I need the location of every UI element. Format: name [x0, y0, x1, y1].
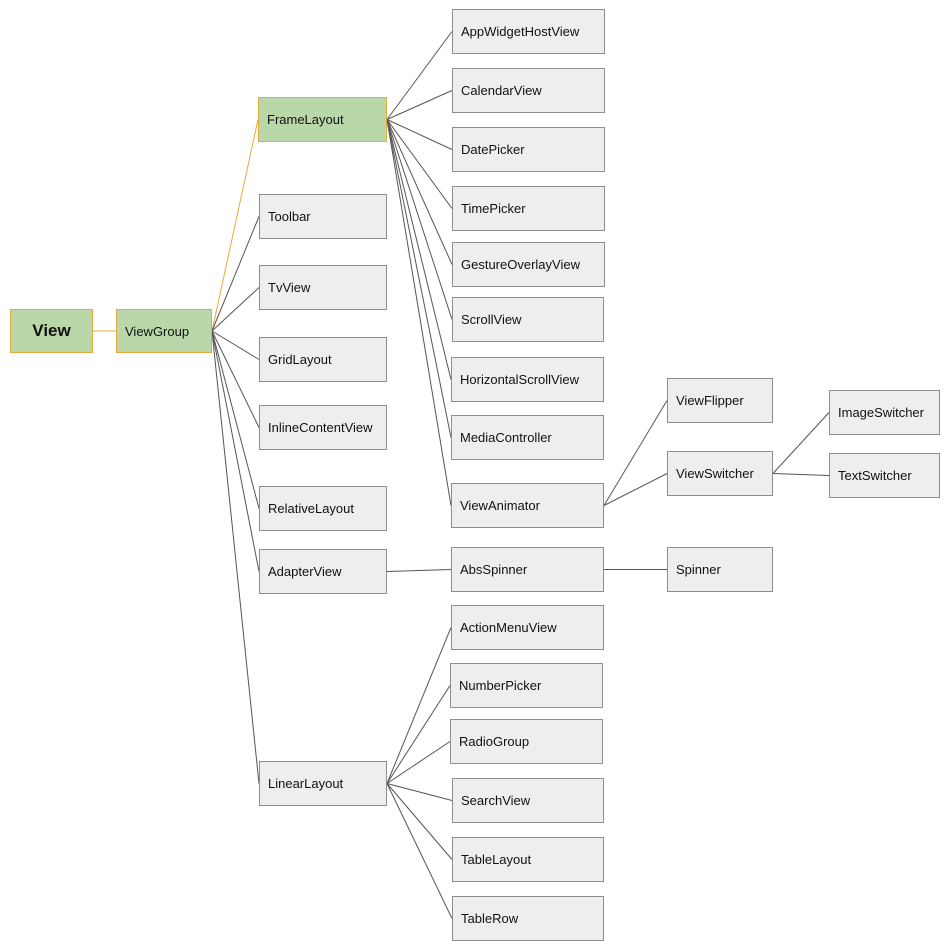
- edge-view_group-to-tv_view: [211, 287, 260, 332]
- node-inlinecontentview: InlineContentView: [259, 405, 387, 450]
- edge-view_group-to-inline_content_view: [211, 330, 260, 428]
- node-viewanimator: ViewAnimator: [451, 483, 604, 528]
- edge-view_animator-to-view_switcher: [603, 473, 668, 506]
- node-spinner: Spinner: [667, 547, 773, 592]
- node-tvview: TvView: [259, 265, 387, 310]
- node-appwidgethostview: AppWidgetHostView: [452, 9, 605, 54]
- edge-adapter_view-to-abs_spinner: [386, 569, 452, 572]
- edge-linear_layout-to-table_layout: [386, 783, 453, 860]
- edge-view_group-to-frame_layout: [211, 119, 259, 332]
- node-toolbar: Toolbar: [259, 194, 387, 239]
- node-scrollview: ScrollView: [452, 297, 604, 342]
- edge-linear_layout-to-number_picker: [386, 685, 451, 784]
- edge-linear_layout-to-table_row: [386, 783, 453, 919]
- edge-linear_layout-to-search_view: [386, 783, 453, 801]
- node-actionmenuview: ActionMenuView: [451, 605, 604, 650]
- edge-view_group-to-toolbar: [211, 216, 260, 332]
- node-viewflipper: ViewFlipper: [667, 378, 773, 423]
- edge-frame_layout-to-app_widget_host_view: [386, 31, 453, 120]
- node-horizontalscrollview: HorizontalScrollView: [451, 357, 604, 402]
- node-radiogroup: RadioGroup: [450, 719, 603, 764]
- edge-frame_layout-to-calendar_view: [386, 90, 453, 120]
- node-numberpicker: NumberPicker: [450, 663, 603, 708]
- node-linearlayout: LinearLayout: [259, 761, 387, 806]
- edge-view_group-to-relative_layout: [211, 330, 260, 509]
- node-absspinner: AbsSpinner: [451, 547, 604, 592]
- edge-frame_layout-to-time_picker: [386, 119, 453, 209]
- edge-view_switcher-to-text_switcher: [772, 473, 830, 476]
- node-datepicker: DatePicker: [452, 127, 605, 172]
- node-relativelayout: RelativeLayout: [259, 486, 387, 531]
- node-view: View: [10, 309, 93, 353]
- edge-linear_layout-to-action_menu_view: [386, 627, 452, 784]
- edge-frame_layout-to-view_animator: [386, 119, 452, 506]
- node-tablelayout: TableLayout: [452, 837, 604, 882]
- edge-view_group-to-grid_layout: [211, 330, 260, 360]
- edge-view_group-to-linear_layout: [211, 330, 260, 784]
- node-mediacontroller: MediaController: [451, 415, 604, 460]
- edge-frame_layout-to-horizontal_scroll_view: [386, 119, 452, 380]
- edge-linear_layout-to-radio_group: [386, 741, 451, 784]
- node-searchview: SearchView: [452, 778, 604, 823]
- node-adapterview: AdapterView: [259, 549, 387, 594]
- edge-view_group-to-adapter_view: [211, 330, 260, 572]
- edge-frame_layout-to-scroll_view: [386, 119, 453, 320]
- edge-frame_layout-to-date_picker: [386, 119, 453, 150]
- node-framelayout: FrameLayout: [258, 97, 387, 142]
- node-gridlayout: GridLayout: [259, 337, 387, 382]
- edge-view_switcher-to-image_switcher: [772, 412, 830, 474]
- node-viewswitcher: ViewSwitcher: [667, 451, 773, 496]
- node-textswitcher: TextSwitcher: [829, 453, 940, 498]
- node-gestureoverlayview: GestureOverlayView: [452, 242, 605, 287]
- node-timepicker: TimePicker: [452, 186, 605, 231]
- node-tablerow: TableRow: [452, 896, 604, 941]
- node-calendarview: CalendarView: [452, 68, 605, 113]
- edge-frame_layout-to-media_controller: [386, 119, 452, 438]
- node-imageswitcher: ImageSwitcher: [829, 390, 940, 435]
- edge-view_animator-to-view_flipper: [603, 400, 668, 506]
- node-viewgroup: ViewGroup: [116, 309, 212, 353]
- edge-frame_layout-to-gesture_overlay_view: [386, 119, 453, 265]
